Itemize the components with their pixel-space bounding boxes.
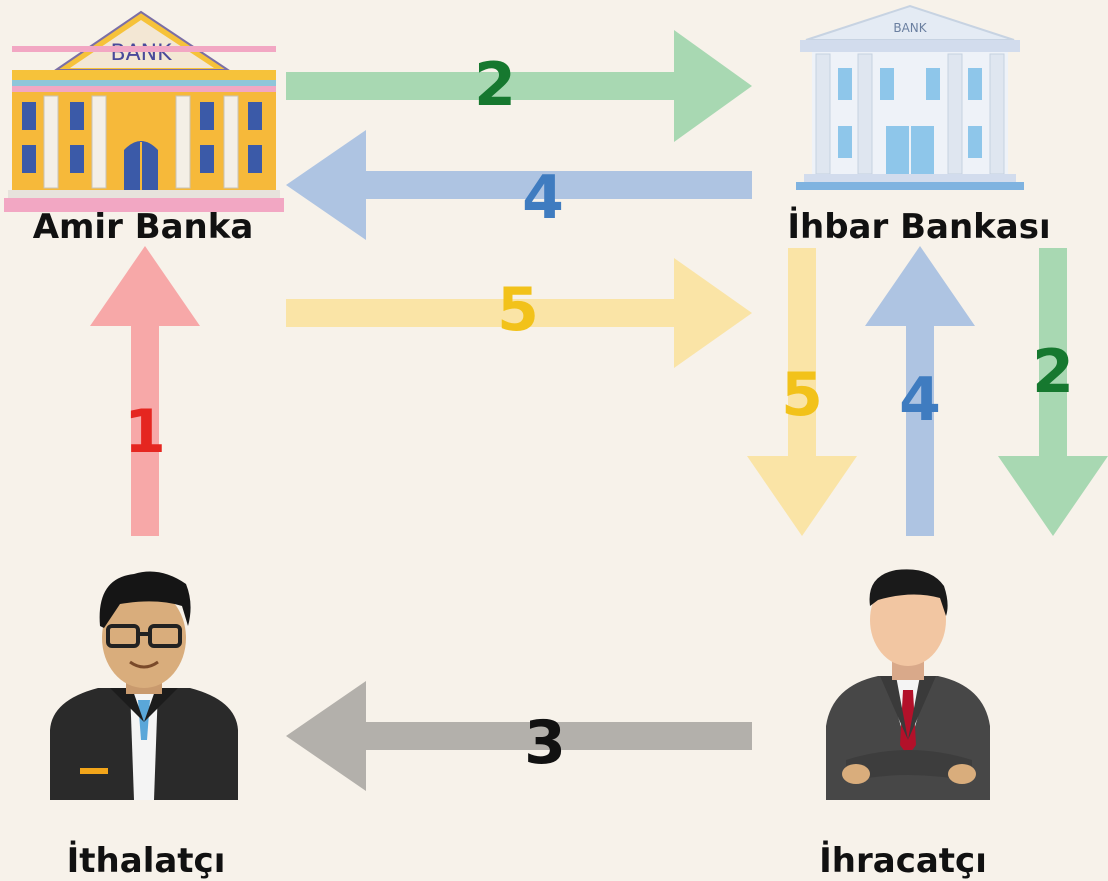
arrow-2-number: 2 (474, 50, 516, 120)
ithalatci-person-icon (50, 571, 238, 800)
arrow-1-ithalatci-to-amir: 1 (90, 246, 200, 536)
amir-bank-building-icon: BANK (4, 10, 284, 212)
ihbar-bank-sign: BANK (893, 21, 927, 35)
arrow-1-number: 1 (124, 397, 166, 467)
ihbar-bank-label: İhbar Bankası (787, 206, 1050, 247)
arrow-3-number: 3 (524, 708, 566, 778)
arrow-4-ihbar-to-amir: 4 (286, 130, 752, 240)
ithalatci-label: İthalatçı (67, 840, 226, 881)
ihracatci-label: İhracatçı (819, 840, 987, 881)
arrow-5-ihbar-to-ihracatci: 5 (747, 248, 857, 536)
arrow-4b-number: 4 (899, 365, 941, 435)
ihbar-bank-building-icon: BANK (796, 4, 1024, 190)
amir-bank-label: Amir Banka (33, 207, 254, 247)
arrow-5b-number: 5 (781, 360, 823, 430)
arrow-5-number: 5 (497, 275, 539, 345)
arrow-5-amir-to-ihbar: 5 (286, 258, 752, 368)
arrow-2-ihbar-to-ihracatci: 2 (998, 248, 1108, 536)
amir-bank-sign: BANK (110, 41, 172, 66)
arrow-2-amir-to-ihbar: 2 (286, 30, 752, 142)
ihracatci-person-icon (826, 569, 990, 800)
arrow-3-ihracatci-to-ithalatci: 3 (286, 681, 752, 791)
arrow-4-number: 4 (522, 163, 564, 233)
arrow-4-ihracatci-to-ihbar: 4 (865, 246, 975, 536)
arrow-2b-number: 2 (1032, 337, 1074, 407)
